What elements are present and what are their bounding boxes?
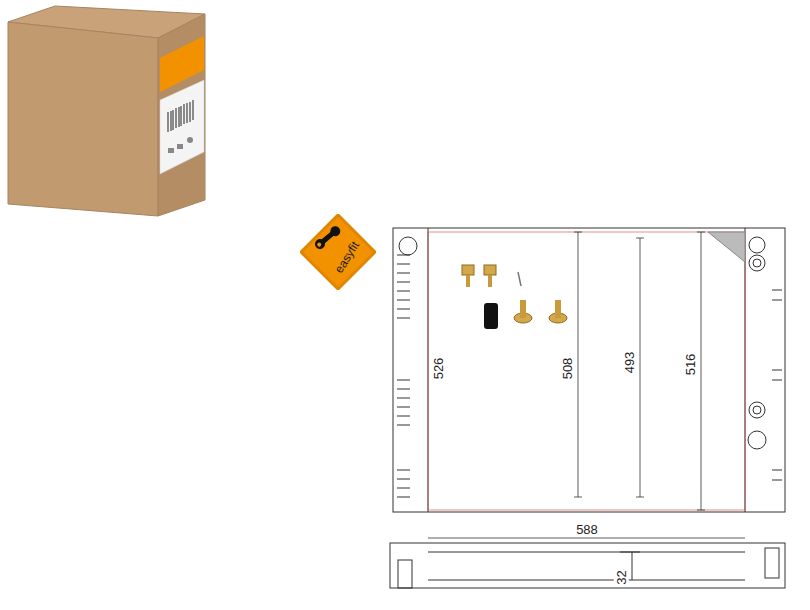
dimension-height: 526	[431, 355, 446, 381]
dimension-depth: 32	[614, 568, 629, 586]
cardboard-box	[8, 6, 205, 216]
label-marks	[168, 137, 193, 153]
box-front	[8, 22, 158, 216]
wrench-icon	[313, 224, 342, 251]
dimension-height: 493	[622, 349, 637, 375]
tank-ribs	[397, 255, 782, 497]
box-side	[158, 14, 205, 216]
dimension-width: 588	[574, 522, 600, 537]
radiator-outline	[393, 228, 785, 512]
dimension-lines	[428, 232, 745, 538]
dimension-height: 508	[560, 355, 575, 381]
box-label	[160, 80, 204, 174]
dimension-height: 516	[683, 351, 698, 377]
radiator-bottom	[390, 543, 785, 588]
easyfit-badge: easyfit	[300, 214, 376, 290]
barcode	[168, 100, 193, 132]
badge-shape	[300, 214, 376, 290]
core-hatch	[708, 232, 745, 262]
badge-diamond	[301, 215, 375, 289]
fittings	[462, 265, 567, 329]
radiator-front	[393, 228, 785, 512]
